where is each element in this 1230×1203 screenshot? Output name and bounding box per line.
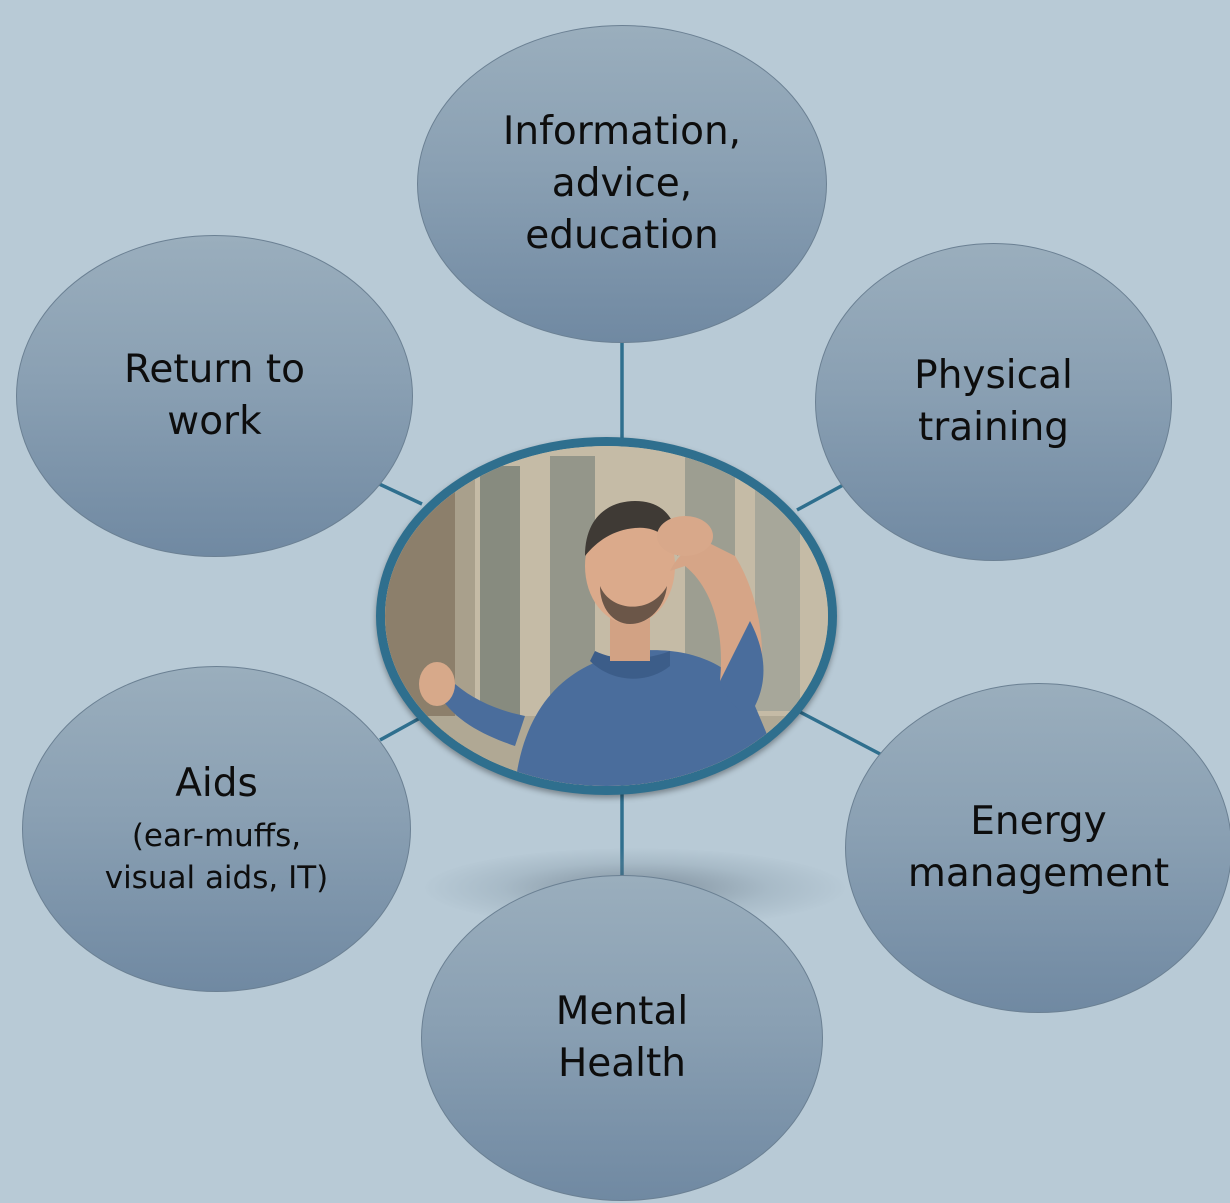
- connector-aids: [379, 716, 421, 742]
- bubble-return: Return to work: [16, 235, 413, 557]
- center-photo-frame: [376, 437, 837, 795]
- bubble-mental: Mental Health: [421, 875, 823, 1201]
- bubble-energy: Energy management: [845, 683, 1230, 1013]
- bubble-mental-label: Mental Health: [555, 989, 689, 1086]
- connector-physical: [796, 482, 846, 512]
- bubble-physical-label: Physical training: [914, 353, 1073, 450]
- connector-energy: [799, 710, 883, 757]
- bubble-energy-label: Energy management: [907, 799, 1170, 896]
- center-photo: [385, 446, 828, 786]
- bubble-information-label: Information, advice, education: [502, 109, 742, 258]
- dizzy-man-illustration: [385, 446, 828, 786]
- bubble-aids: Aids (ear-muffs, visual aids, IT): [22, 666, 411, 992]
- bubble-physical: Physical training: [815, 243, 1172, 561]
- bubble-aids-sublabel: (ear-muffs, visual aids, IT): [104, 818, 329, 896]
- bubble-return-label: Return to work: [124, 347, 305, 444]
- bubble-aids-label: Aids: [175, 761, 258, 807]
- bubble-information: Information, advice, education: [417, 25, 827, 343]
- connector-return: [376, 481, 423, 506]
